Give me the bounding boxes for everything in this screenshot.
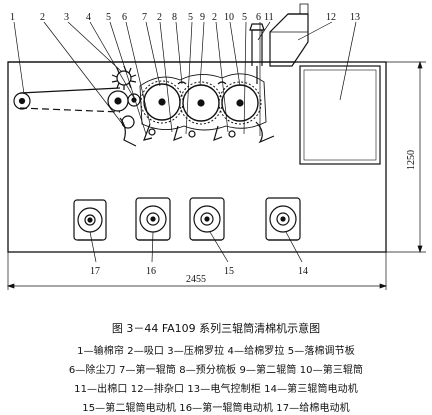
callout-9: 9	[200, 12, 205, 23]
motor-label-14: 14	[298, 266, 308, 277]
callout-2: 2	[40, 12, 45, 23]
conveyor-top	[19, 87, 121, 94]
dimension-height-label: 1250	[406, 150, 417, 170]
legend-line-4: 15—第二辊筒电动机 16—第一辊筒电动机 17—给棉电动机	[82, 403, 350, 414]
waste-plate-2	[173, 125, 183, 141]
callout-numbers: 1 2 3 4 5 6 7 2 8 5 9 2 10 5 6 11 12 13	[10, 12, 360, 23]
callout-5c: 5	[242, 12, 247, 23]
control-cabinet-inner	[303, 69, 377, 161]
cotton-outlet	[251, 29, 263, 66]
callout-11: 11	[264, 12, 274, 23]
legend-line-3: 11—出棉口 12—排杂口 13—电气控制柜 14—第三辊筒电动机	[74, 384, 358, 395]
conveyor-pulley-left	[13, 92, 31, 110]
callout-4: 4	[86, 12, 91, 23]
motor-label-15: 15	[224, 266, 234, 277]
machine-diagram: 1 2 3 4 5 6 7 2 8 5 9 2 10 5 6 11 12 13 …	[6, 3, 426, 290]
callout-8: 8	[172, 12, 177, 23]
motor-label-17: 17	[90, 266, 100, 277]
callout-6b: 6	[256, 12, 261, 23]
figure-title: 图 3－44 FA109 系列三辊筒清棉机示意图	[111, 322, 321, 335]
callout-12: 12	[326, 12, 336, 23]
callout-10: 10	[224, 12, 234, 23]
suction-inlet	[119, 117, 137, 147]
callout-5: 5	[106, 12, 111, 23]
third-cylinder	[218, 81, 262, 125]
waste-plate-1	[143, 123, 153, 141]
callout-2b: 2	[157, 12, 162, 23]
conveyor-bottom	[19, 107, 121, 113]
first-cylinder	[140, 80, 184, 124]
callout-1: 1	[10, 12, 15, 23]
control-cabinet	[299, 65, 381, 165]
callout-5b: 5	[188, 12, 193, 23]
third-cylinder-motor	[265, 197, 301, 241]
waste-plate-3	[213, 125, 223, 141]
feed-roller	[127, 93, 141, 107]
motor-numbers: 17 16 15 14	[90, 266, 308, 277]
pressing-roller	[111, 65, 137, 90]
legend-line-1: 1—输棉帘 2—吸口 3—压棉罗拉 4—给棉罗拉 5—落棉调节板	[77, 346, 355, 357]
callout-2c: 2	[212, 12, 217, 23]
dimension-width-label: 2455	[186, 274, 206, 285]
motor-label-16: 16	[146, 266, 156, 277]
second-cylinder	[179, 81, 223, 125]
second-cylinder-motor	[189, 197, 225, 241]
callout-7: 7	[142, 12, 147, 23]
dimension-lines	[6, 60, 426, 290]
callout-leaders	[13, 21, 357, 263]
feed-motor	[73, 199, 107, 241]
waste-plate-4	[255, 121, 275, 144]
callout-3: 3	[64, 12, 69, 23]
callout-6: 6	[122, 12, 127, 23]
legend-line-2: 6—除尘刀 7—第一辊筒 8—预分梳板 9—第二辊筒 10—第三辊筒	[68, 365, 364, 376]
trash-outlet	[269, 13, 309, 67]
callout-13: 13	[350, 12, 360, 23]
cylinder-housing	[139, 73, 267, 131]
